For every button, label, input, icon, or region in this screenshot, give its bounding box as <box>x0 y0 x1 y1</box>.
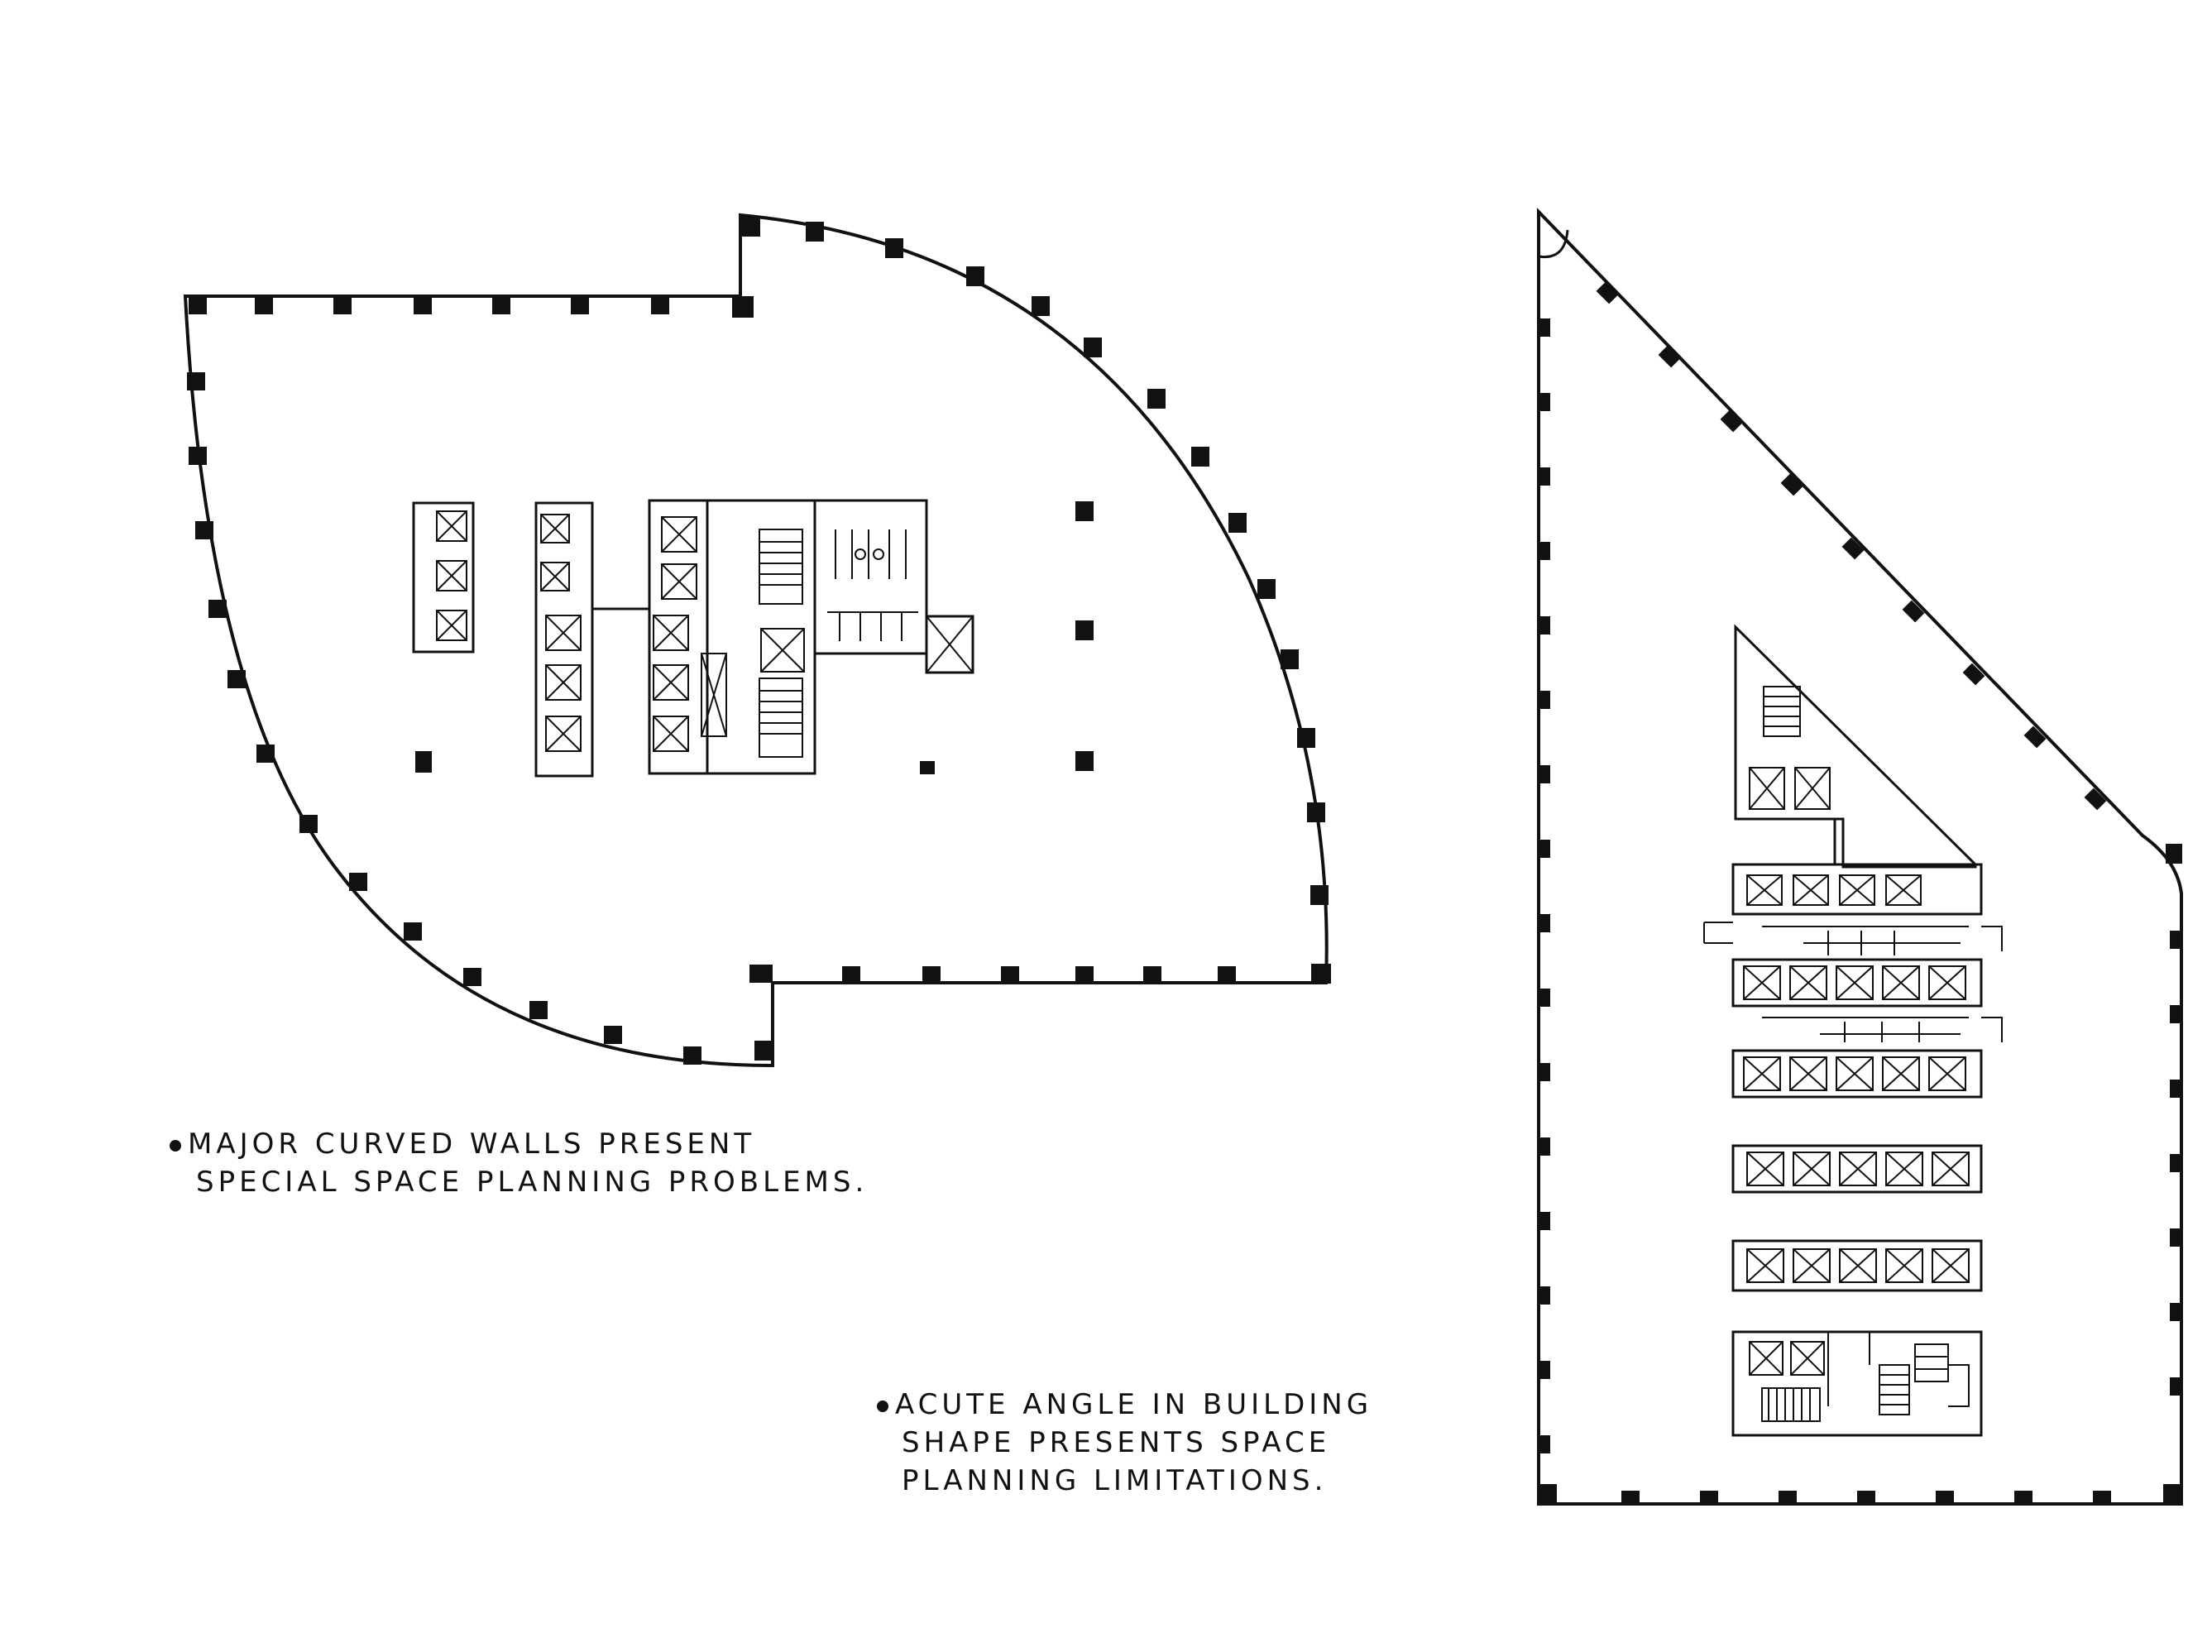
curved-note-line-1: MAJOR CURVED WALLS PRESENT <box>170 1125 868 1163</box>
acute-plan-elevators <box>1743 874 1970 1422</box>
curved-plan-core <box>412 499 974 778</box>
acute-note-line-2: SHAPE PRESENTS SPACE <box>902 1426 1331 1459</box>
acute-floor-plan <box>1537 208 2183 1506</box>
acute-note-line-3: PLANNING LIMITATIONS. <box>902 1464 1328 1497</box>
curved-note-line-1-text: MAJOR CURVED WALLS PRESENT <box>188 1128 756 1161</box>
curved-plan-outline <box>183 213 1329 1068</box>
acute-plan-columns <box>1539 281 2182 1502</box>
acute-plan-outline <box>1537 208 2183 1506</box>
acute-plan-core <box>1703 624 2003 1437</box>
acute-note-line-1-text: ACUTE ANGLE IN BUILDING <box>895 1388 1373 1421</box>
acute-note-line-1: ACUTE ANGLE IN BUILDING <box>877 1386 1372 1424</box>
curved-note-line-2: SPECIAL SPACE PLANNING PROBLEMS. <box>196 1166 869 1199</box>
bullet-icon <box>877 1400 888 1412</box>
curved-floor-plan <box>183 213 1329 1068</box>
bullet-icon <box>170 1139 181 1152</box>
curved-plan-columns <box>187 217 1331 1065</box>
acute-angle-note: ACUTE ANGLE IN BUILDING SHAPE PRESENTS S… <box>877 1386 1372 1500</box>
curved-walls-note: MAJOR CURVED WALLS PRESENT SPECIAL SPACE… <box>170 1125 868 1201</box>
